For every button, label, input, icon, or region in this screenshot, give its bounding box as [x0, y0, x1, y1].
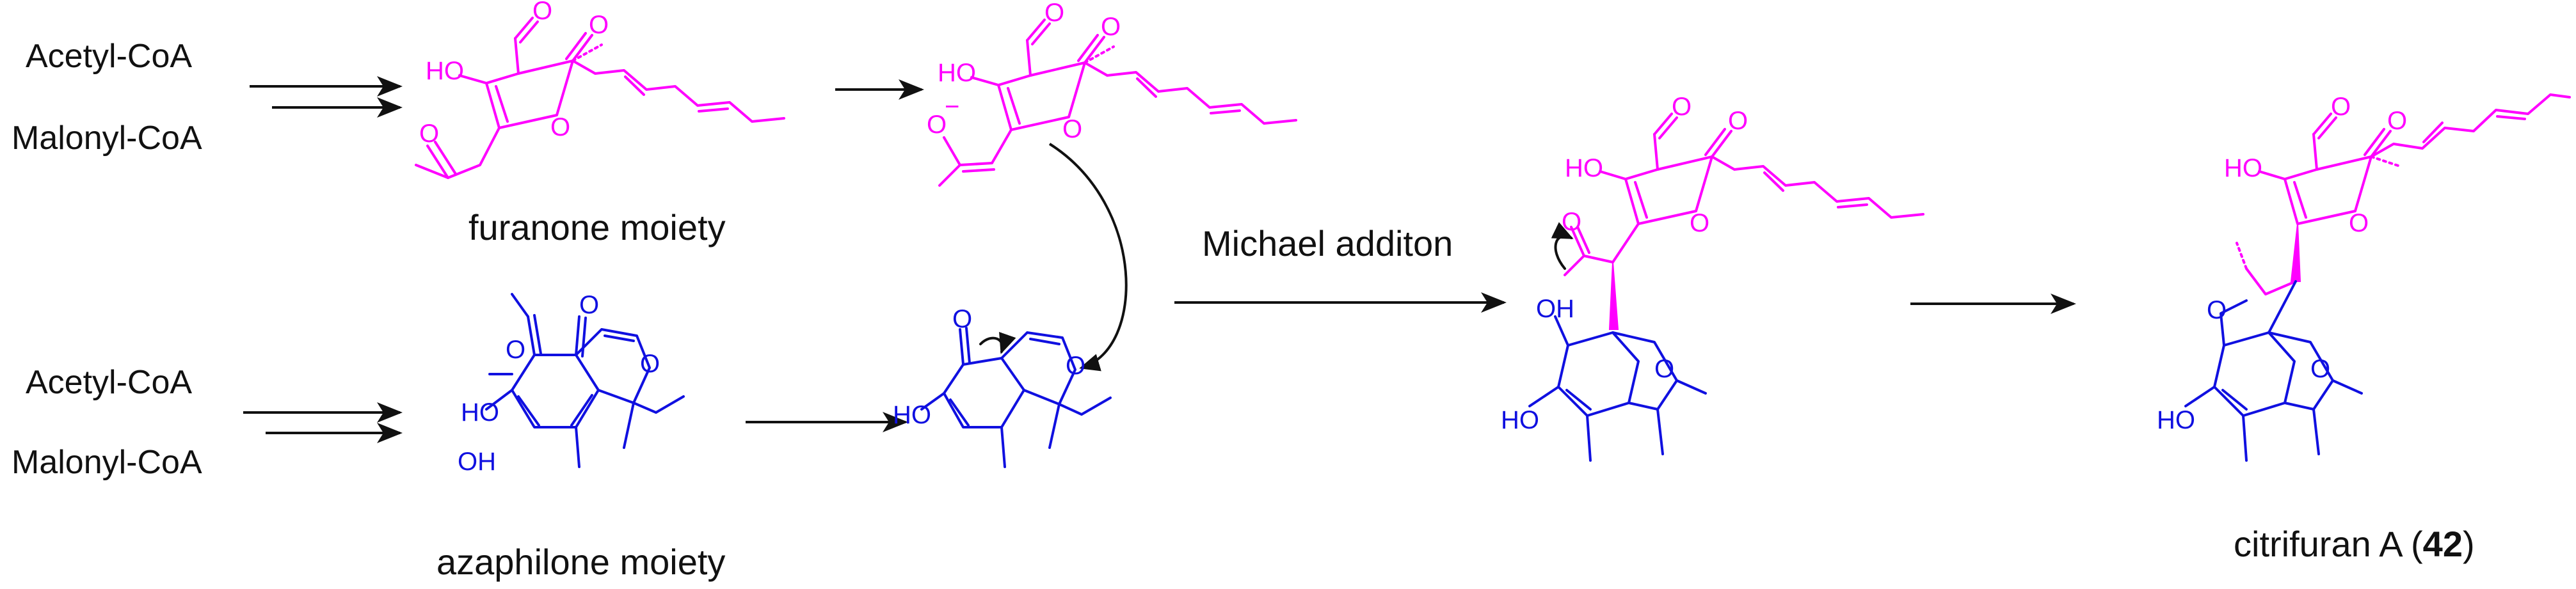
ho-label: HO [461, 398, 499, 427]
ho-label: HO [1565, 154, 1603, 182]
precursor-acetyl-coa-top: Acetyl-CoA [26, 38, 192, 75]
multi-step-arrow-bottom [243, 402, 403, 443]
product-number: 42 [2423, 524, 2463, 564]
ring-o-label: O [550, 113, 570, 141]
carbonyl-o-label: O [2331, 93, 2351, 121]
ring-o-label: O [1690, 209, 1709, 237]
ketone-o-label: O [952, 305, 972, 333]
ketone-o-label: O [579, 291, 599, 319]
enolate-structure: HO O O O O − [927, 0, 1297, 187]
product-name: citrifuran A ( [2234, 524, 2423, 564]
pyran-o-label: O [2310, 355, 2330, 383]
ho-label: HO [2224, 154, 2262, 182]
multi-step-arrow-top [250, 76, 403, 118]
acid-o-label: O [506, 336, 525, 364]
precursor-malonyl-coa-bottom: Malonyl-CoA [12, 444, 202, 481]
negative-charge: − [945, 93, 959, 121]
carbonyl-o-label: O [1044, 0, 1064, 27]
ketone-o-label: O [1101, 13, 1121, 41]
ketone-o-label: O [2387, 107, 2407, 135]
oh-label: OH [458, 448, 496, 476]
precursor-malonyl-coa-top: Malonyl-CoA [12, 120, 202, 157]
furanone-moiety-caption: furanone moiety [468, 207, 726, 247]
furanone-structure: HO O O O O [415, 0, 785, 179]
ho-lower-label: HO [1501, 406, 1539, 434]
ho-lower-label: HO [2157, 406, 2195, 434]
michael-addition-label: Michael additon [1202, 223, 1453, 263]
azaphilone-structure: HO OH O O O [458, 291, 685, 476]
ketone-o-label: O [589, 11, 609, 39]
oh-label: OH [1536, 295, 1574, 323]
ho-label: HO [893, 401, 931, 429]
chromane-o-label: O [2207, 296, 2227, 324]
acetonyl-o-label: O [419, 120, 439, 148]
ho-label: HO [938, 59, 976, 87]
michael-adduct-structure: HO O O O O OH HO O [1501, 93, 1924, 462]
citrifuran-a-structure: HO O O O O HO O [2157, 93, 2571, 462]
product-caption: citrifuran A (42) [2234, 524, 2475, 564]
acetyl-o-label: O [1562, 208, 1581, 236]
ring-o-label: O [1062, 115, 1082, 143]
pyran-o-label: O [1066, 352, 1085, 380]
carbonyl-o-label: O [532, 0, 552, 25]
ketone-o-label: O [1728, 107, 1748, 135]
enolate-o-label: O [927, 111, 947, 139]
ring-o-label: O [2349, 209, 2369, 237]
product-paren-close: ) [2463, 524, 2475, 564]
ho-label: HO [426, 57, 464, 85]
pyran-o-label: O [640, 350, 660, 378]
pyran-o-label: O [1654, 355, 1674, 383]
carbonyl-o-label: O [1672, 93, 1692, 121]
curved-attack-arrow [1048, 143, 1128, 372]
precursor-acetyl-coa-bottom: Acetyl-CoA [26, 364, 192, 401]
azaphilone-intermediate-structure: HO O O [893, 305, 1112, 468]
azaphilone-moiety-caption: azaphilone moiety [436, 542, 725, 582]
